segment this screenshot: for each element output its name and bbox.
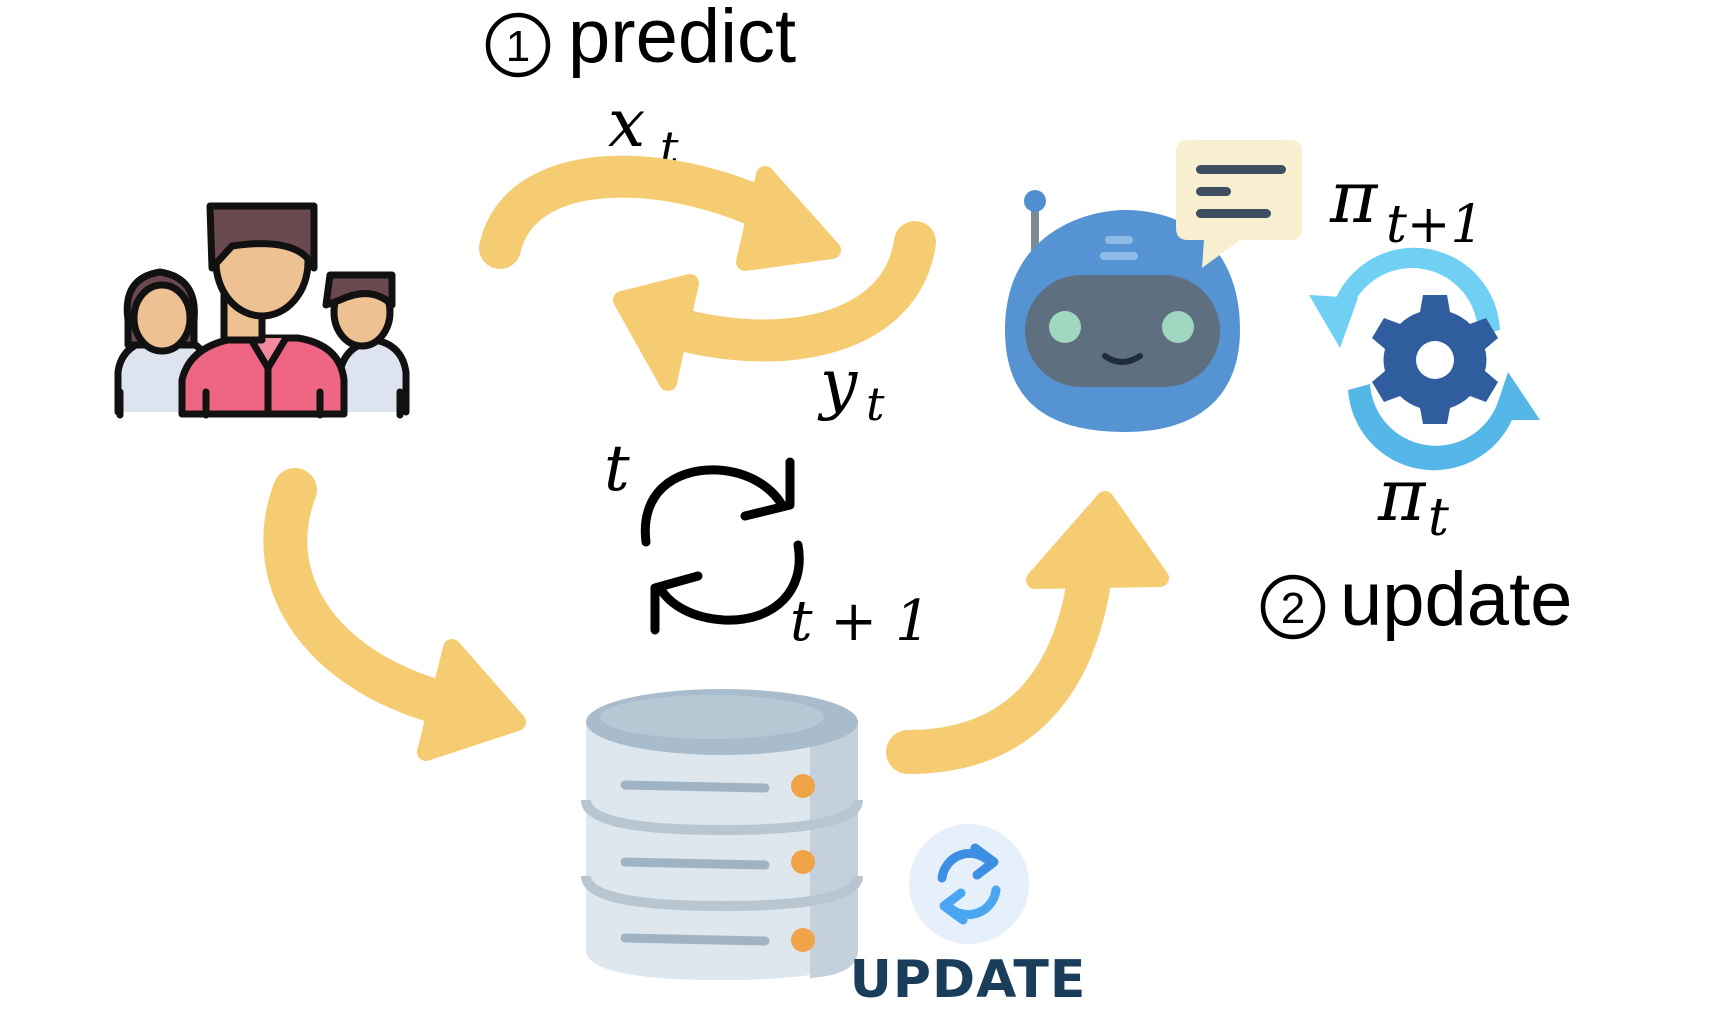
database-update-badge-text: UPDATE	[850, 950, 1087, 1010]
time-next-label: t + 1	[790, 589, 931, 654]
gear-sync-icon	[1309, 247, 1540, 471]
pi-t-label: π t	[1377, 453, 1449, 548]
predict-output-arrow	[613, 221, 936, 391]
update-step-number: 2	[1281, 584, 1305, 633]
predict-step-number: 1	[506, 22, 530, 71]
y-t-label: y t	[817, 345, 885, 431]
predict-input-arrow	[479, 155, 841, 271]
chat-bubble-icon	[1176, 140, 1302, 268]
time-t-label: t	[604, 432, 630, 506]
pi-symbol: π	[1377, 453, 1427, 537]
users-icon	[114, 202, 410, 419]
y-subscript: t	[866, 377, 885, 431]
database-icon	[581, 689, 863, 980]
x-symbol: x	[608, 85, 645, 162]
refresh-icon	[909, 824, 1029, 944]
pi-next-symbol: π	[1329, 155, 1379, 239]
predict-step-title: 1 predict	[485, 0, 796, 79]
robot-icon	[1005, 190, 1240, 432]
pi-next-subscript: t+1	[1386, 195, 1484, 255]
predict-step-label: predict	[568, 0, 796, 79]
model-update-arrow	[886, 491, 1169, 774]
update-step-title: 2 update	[1260, 557, 1572, 642]
cycle-icon	[640, 457, 804, 635]
data-collection-arrow	[263, 468, 526, 761]
pi-subscript: t	[1428, 488, 1449, 548]
pi-next-label: π t+1	[1329, 155, 1484, 255]
y-symbol: y	[817, 345, 858, 422]
update-step-label: update	[1340, 557, 1572, 642]
